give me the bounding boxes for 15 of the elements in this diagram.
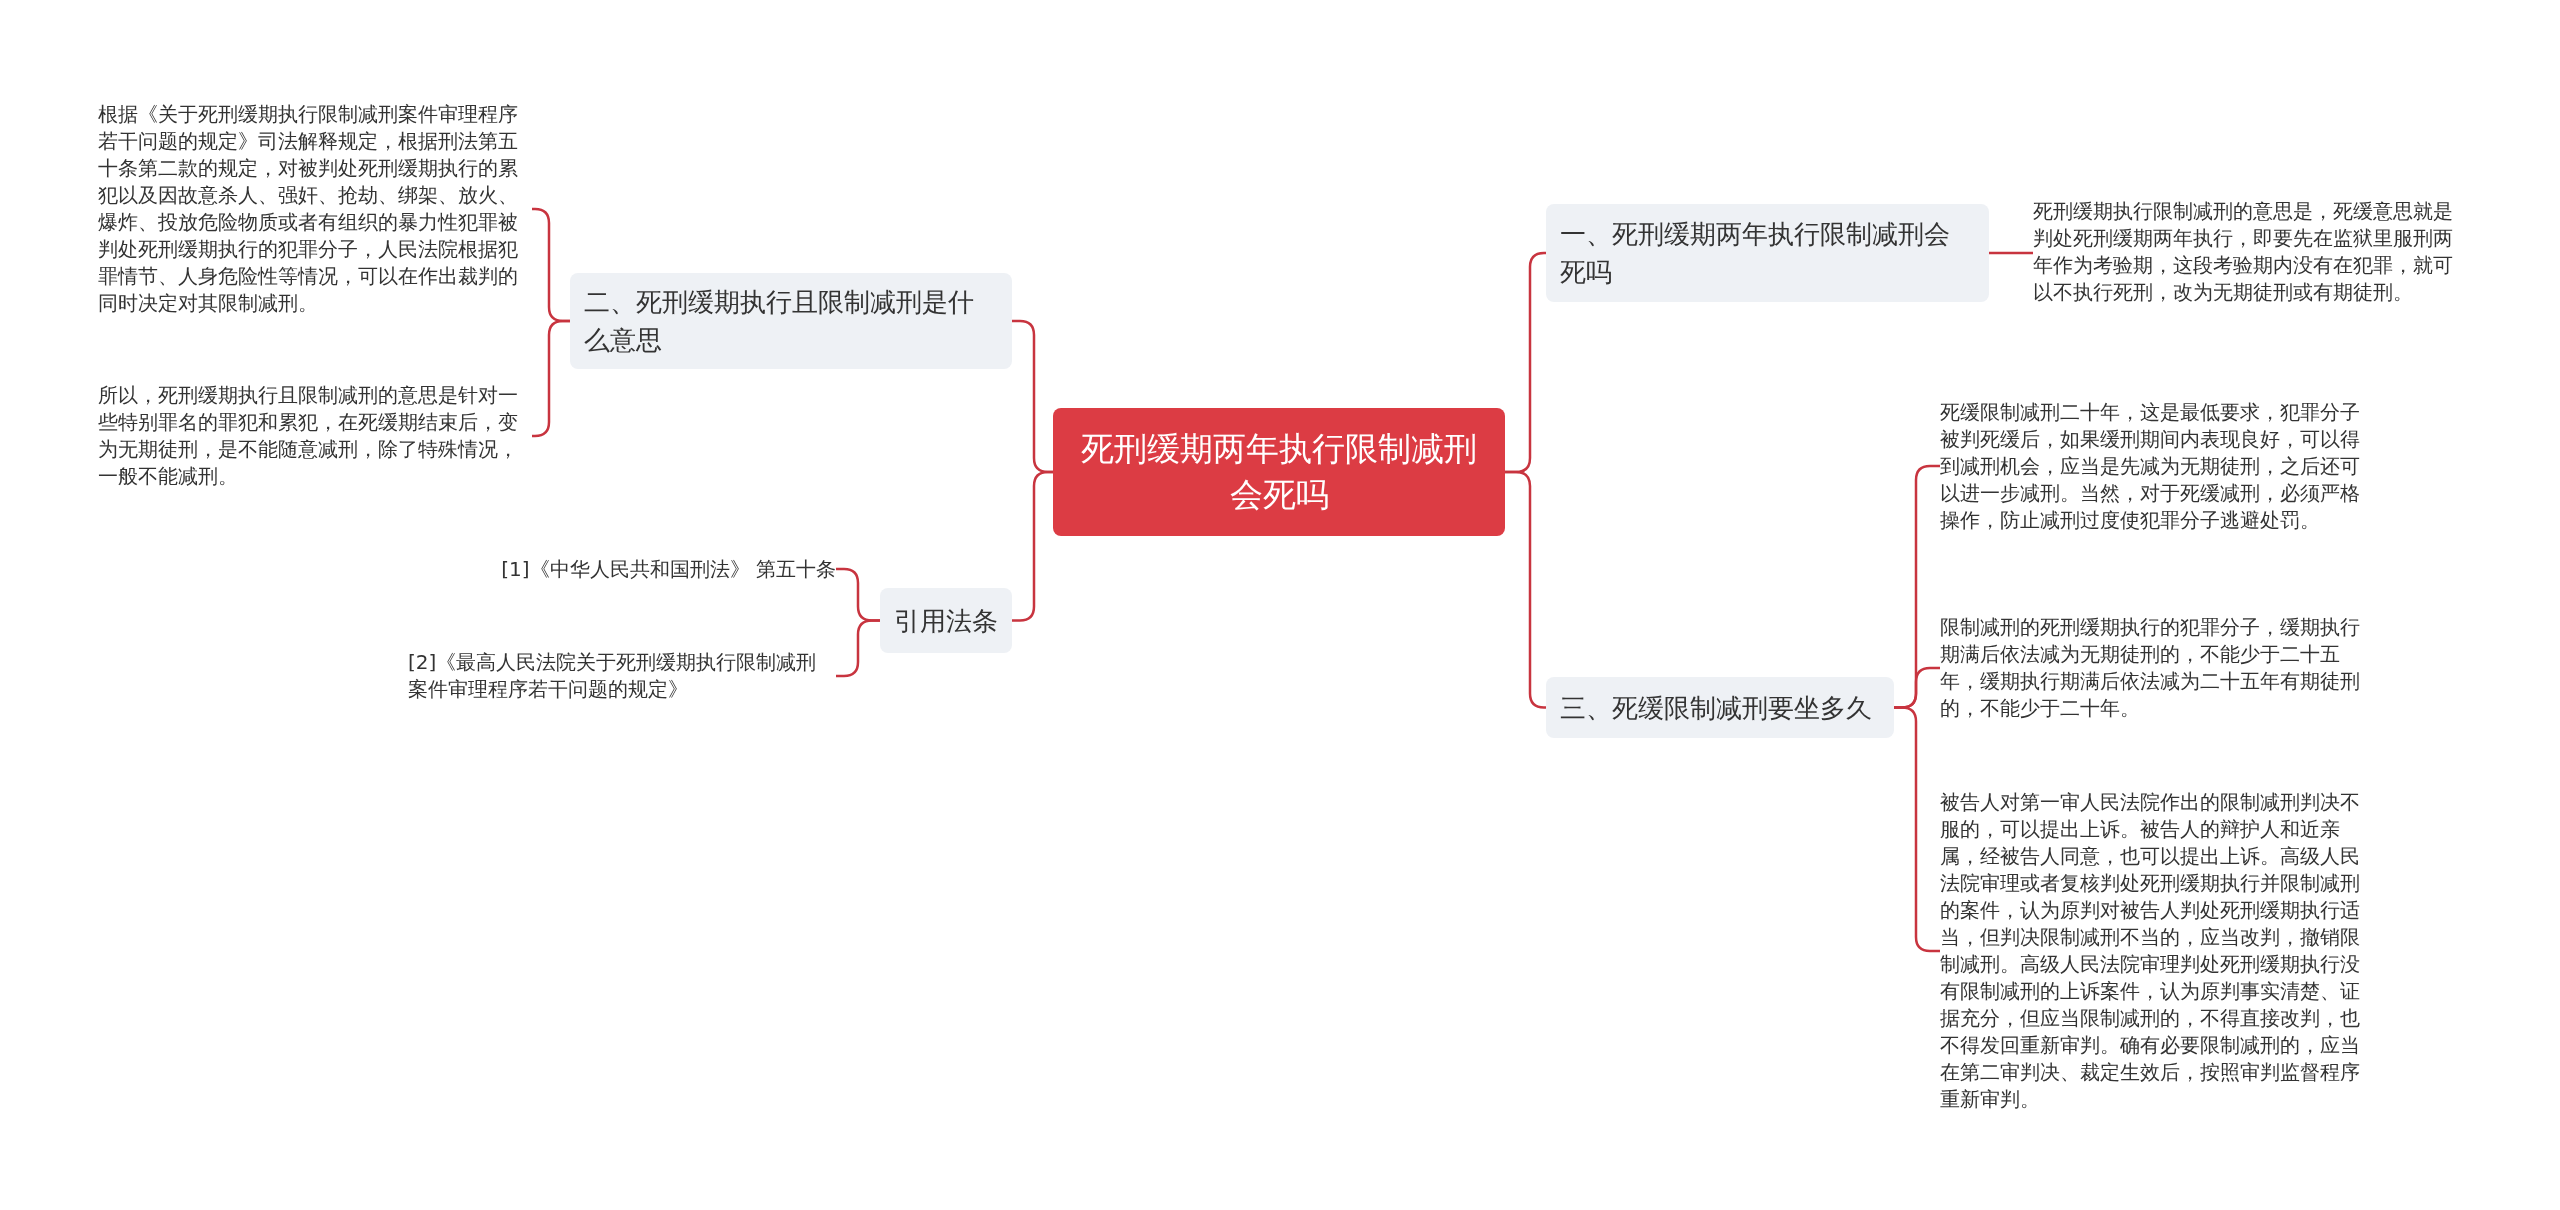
note-text: 死刑缓期执行限制减刑的意思是，死缓意思就是判处死刑缓期两年执行，即要先在监狱里服刑两年作为考验期，这段考验期内没有在犯罪，就可以不执行死刑，改为无期徒刑或有期徒刑。 xyxy=(2033,183,2465,320)
topic-box: 引用法条 xyxy=(880,588,1012,653)
connector-line xyxy=(1989,251,2033,255)
note-text: 限制减刑的死刑缓期执行的犯罪分子，缓期执行期满后依法减为无期徒刑的，不能少于二十五年，缓期执行期满后依法减为二十五年有期徒刑的，不能少于二十年。 xyxy=(1940,614,2372,722)
topic-box: 三、死缓限制减刑要坐多久 xyxy=(1546,677,1894,738)
central-topic-box: 死刑缓期两年执行限制减刑会死吗 xyxy=(1053,408,1505,536)
topic-box: 二、死刑缓期执行且限制减刑是什么意思 xyxy=(570,273,1012,369)
topic-box: 一、死刑缓期两年执行限制减刑会死吗 xyxy=(1546,204,1989,302)
note-text: [1]《中华人民共和国刑法》 第五十条 xyxy=(482,555,836,583)
note-text: 被告人对第一审人民法院作出的限制减刑判决不服的，可以提出上诉。被告人的辩护人和近亲属，经被告人同意，也可以提出上诉。高级人民法院审理或者复核判处死刑缓期执行并限制减刑的案件，认为原判对被告人判处死刑缓期执行适当，但判决限制减刑不当的，应当改判，撤销限制减刑。高级人民法院审理判处死刑缓期执行没有限制减刑的上诉案件，认为原判事实清楚、证据充分，但应当限制减刑的，不得直接改判，也不得发回重新审判。确有必要限制减刑的，应当在第二审判决、裁定生效后，按照审判监督程序重新审判。 xyxy=(1940,789,2372,1113)
note-text: 所以，死刑缓期执行且限制减刑的意思是针对一些特别罪名的罪犯和累犯，在死缓期结束后，变为无期徒刑，是不能随意减刑，除了特殊情况，一般不能减刑。 xyxy=(98,382,532,490)
note-text: 根据《关于死刑缓期执行限制减刑案件审理程序若干问题的规定》司法解释规定，根据刑法第五十条第二款的规定，对被判处死刑缓期执行的累犯以及因故意杀人、强奸、抢劫、绑架、放火、爆炸、投放危险物质或者有组织的暴力性犯罪被判处死刑缓期执行的犯罪分子，人民法院根据犯罪情节、人身危险性等情况，可以在作出裁判的同时决定对其限制减刑。 xyxy=(98,101,532,317)
note-text: [2]《最高人民法院关于死刑缓期执行限制减刑案件审理程序若干问题的规定》 xyxy=(408,648,836,704)
note-text: 死缓限制减刑二十年，这是最低要求，犯罪分子被判死缓后，如果缓刑期间内表现良好，可以得到减刑机会，应当是先减为无期徒刑，之后还可以进一步减刑。当然，对于死缓减刑，必须严格操作，防止减刑过度使犯罪分子逃避处罚。 xyxy=(1940,385,2372,547)
connector-line xyxy=(1012,470,1053,622)
